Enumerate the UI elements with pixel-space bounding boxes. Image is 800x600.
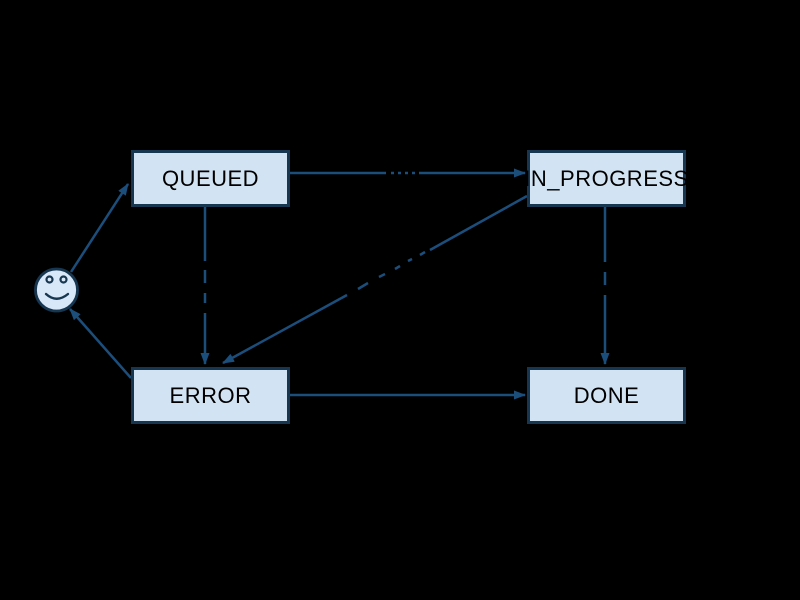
state-node-error: ERROR [131, 367, 290, 424]
edge-start-to-queued [69, 183, 130, 273]
state-label-in-progress: IN_PROGRESS [524, 165, 689, 191]
state-node-queued: QUEUED [131, 150, 290, 207]
state-label-done: DONE [573, 382, 640, 408]
start-node-smiley-icon [34, 267, 79, 313]
edge-in-progress-to-error [222, 194, 528, 365]
state-label-error: ERROR [169, 382, 252, 408]
state-node-done: DONE [527, 367, 686, 424]
edge-error-to-start [69, 308, 132, 379]
state-label-queued: QUEUED [161, 165, 260, 191]
state-node-in-progress: IN_PROGRESS [524, 150, 689, 207]
